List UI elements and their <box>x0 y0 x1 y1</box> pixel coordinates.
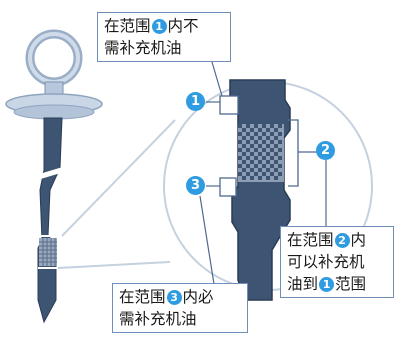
dipstick-enlarged <box>199 61 327 301</box>
callout-range2-text-a: 在范围 <box>287 231 334 249</box>
dipstick-collar-lower <box>13 104 95 120</box>
callout-range2-text-c: 油到 <box>287 275 319 293</box>
callout-range2-text-d: 范围 <box>335 275 367 293</box>
callout-range2-text-b: 内 <box>350 231 367 249</box>
dipstick-small <box>5 29 103 324</box>
marker-2: 2 <box>316 141 335 160</box>
dipstick-shaft <box>37 117 63 324</box>
notch-upper <box>219 95 239 115</box>
callout-range1-line2: 需补充机油 <box>104 39 182 57</box>
leader-1-up <box>211 61 223 97</box>
callout-range1-badge: 1 <box>151 19 167 34</box>
marker-3: 3 <box>186 176 205 195</box>
leader-3-down <box>199 195 215 285</box>
notch-lower <box>219 177 237 197</box>
callout-range3-line2: 需补充机油 <box>119 310 197 328</box>
callout-range2-line2: 可以补充机 <box>287 253 365 271</box>
magnify-guide-bottom <box>57 261 171 269</box>
range2-bracket <box>288 119 299 187</box>
enlarged-level-pattern <box>238 124 282 180</box>
callout-range3-badge: 3 <box>166 290 182 305</box>
callout-range2-badge: 2 <box>334 233 350 248</box>
marker-1: 1 <box>186 92 205 111</box>
callout-range1-text-a: 在范围 <box>104 17 151 35</box>
dipstick-twist <box>34 166 66 181</box>
callout-range3-text-b: 内必 <box>182 288 214 306</box>
dipstick-level-pattern <box>39 238 57 266</box>
magnify-guide-top <box>61 119 176 237</box>
callout-range3-text-a: 在范围 <box>119 288 166 306</box>
callout-range2-badge-2: 1 <box>319 277 335 292</box>
callout-range1-text-b: 内不 <box>167 17 199 35</box>
dipstick-ring-highlight <box>28 32 80 84</box>
